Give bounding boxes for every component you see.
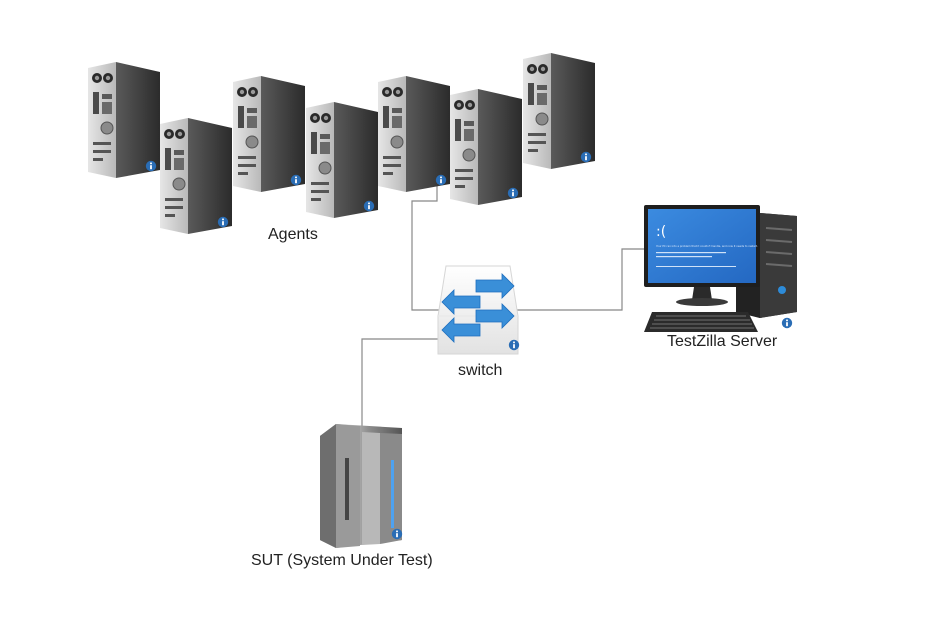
bsod-message: Your PC ran into a problem that it could… <box>656 244 758 248</box>
bsod-face: :( <box>656 224 666 240</box>
tower-side <box>334 102 378 218</box>
vent <box>462 148 476 162</box>
agent-tower[interactable] <box>306 102 378 218</box>
agent-tower[interactable] <box>450 89 522 205</box>
connector-switch-sut <box>361 338 440 436</box>
keyboard <box>644 312 758 332</box>
connectors <box>361 183 645 436</box>
switch-node[interactable] <box>437 265 520 355</box>
info-icon[interactable] <box>435 174 447 186</box>
switch-label: switch <box>458 362 503 379</box>
tower-front <box>523 53 551 169</box>
tower-side <box>188 118 232 234</box>
vent <box>390 135 404 149</box>
server-node[interactable]: :( Your PC ran into a problem that it co… <box>644 205 797 332</box>
tower-side <box>261 76 305 192</box>
agent-tower[interactable] <box>160 118 232 234</box>
tower-side <box>551 53 595 169</box>
sut-node[interactable] <box>320 424 403 548</box>
agent-tower[interactable] <box>378 76 450 192</box>
tower-front <box>160 118 188 234</box>
sut-label: SUT (System Under Test) <box>251 552 433 569</box>
ports <box>455 119 461 141</box>
agent-tower[interactable] <box>523 53 595 169</box>
agents-group <box>88 53 595 234</box>
tower-front <box>450 89 478 205</box>
monitor: :( Your PC ran into a problem that it co… <box>644 205 760 306</box>
info-icon[interactable] <box>507 187 519 199</box>
tower-front <box>378 76 406 192</box>
ports <box>311 132 317 154</box>
ports <box>93 92 99 114</box>
info-icon[interactable] <box>391 528 403 540</box>
info-icon[interactable] <box>781 317 793 329</box>
info-icon[interactable] <box>580 151 592 163</box>
vent <box>172 177 186 191</box>
info-icon[interactable] <box>363 200 375 212</box>
vent <box>245 135 259 149</box>
agents-label: Agents <box>268 226 318 243</box>
agent-tower[interactable] <box>88 62 160 178</box>
ports <box>383 106 389 128</box>
tower-front <box>88 62 116 178</box>
vent <box>318 161 332 175</box>
vent <box>100 121 114 135</box>
server-label: TestZilla Server <box>667 333 778 350</box>
vent <box>535 112 549 126</box>
tower-front <box>306 102 334 218</box>
ports <box>165 148 171 170</box>
connector-switch-server <box>517 248 645 311</box>
info-icon[interactable] <box>508 339 520 351</box>
tower-side <box>406 76 450 192</box>
tower-side <box>478 89 522 205</box>
agent-tower[interactable] <box>233 76 305 192</box>
info-icon[interactable] <box>290 174 302 186</box>
connector-agents-switch <box>411 183 440 311</box>
info-icon[interactable] <box>217 216 229 228</box>
switch-arrows-icon <box>441 273 515 343</box>
info-icon[interactable] <box>145 160 157 172</box>
tower-front <box>233 76 261 192</box>
tower-side <box>116 62 160 178</box>
ports <box>238 106 244 128</box>
ports <box>528 83 534 105</box>
